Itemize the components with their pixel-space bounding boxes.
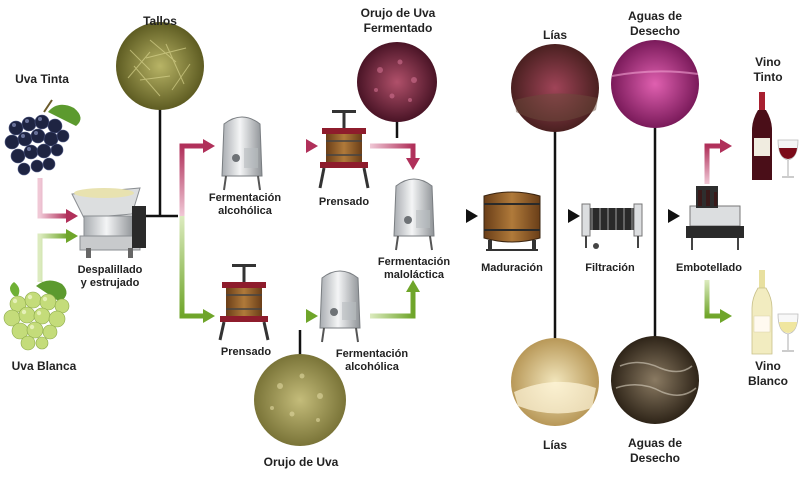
label-filtration: Filtración	[585, 262, 635, 274]
lees-top-image	[511, 44, 599, 132]
malolactic-tank	[393, 178, 435, 251]
white-wine-bottle-image	[751, 270, 799, 355]
label-lees-bottom: Lías	[542, 438, 567, 452]
filter-press-image	[581, 203, 643, 249]
label-aging: Maduración	[481, 262, 543, 274]
label-lees-top: Lías	[542, 28, 567, 42]
process-flow-arrows	[438, 209, 680, 223]
fermentation-tank-bottom	[319, 270, 361, 343]
fermentation-tank-top	[221, 116, 263, 191]
red-wine-flow-arrows	[37, 139, 732, 223]
oak-barrel-image	[483, 191, 541, 251]
label-grape-pomace: Orujo de Uva	[263, 455, 339, 469]
fermented-pomace-image	[357, 42, 437, 122]
label-red-grape: Uva Tinta	[15, 72, 69, 86]
destemmer-crusher-machine	[71, 187, 146, 258]
wine-press-bottom	[218, 264, 270, 341]
waste-water-bottom-image	[611, 336, 699, 424]
waste-water-top-image	[611, 40, 699, 128]
white-grapes-image	[3, 280, 70, 351]
label-pressing-top: Prensado	[318, 196, 370, 208]
stems-image	[116, 22, 204, 110]
red-grapes-image	[4, 99, 81, 176]
wine-press-top	[318, 110, 370, 189]
label-bottling: Embotellado	[675, 262, 742, 274]
label-white-grape: Uva Blanca	[11, 359, 77, 373]
bottling-machine-image	[686, 186, 744, 250]
red-wine-bottle-image	[752, 92, 799, 180]
label-pressing-bottom: Prensado	[220, 346, 272, 358]
grape-pomace-image	[254, 354, 346, 446]
label-stems: Tallos	[143, 14, 177, 28]
white-wine-flow-arrows	[37, 216, 732, 323]
lees-bottom-image	[511, 338, 599, 426]
